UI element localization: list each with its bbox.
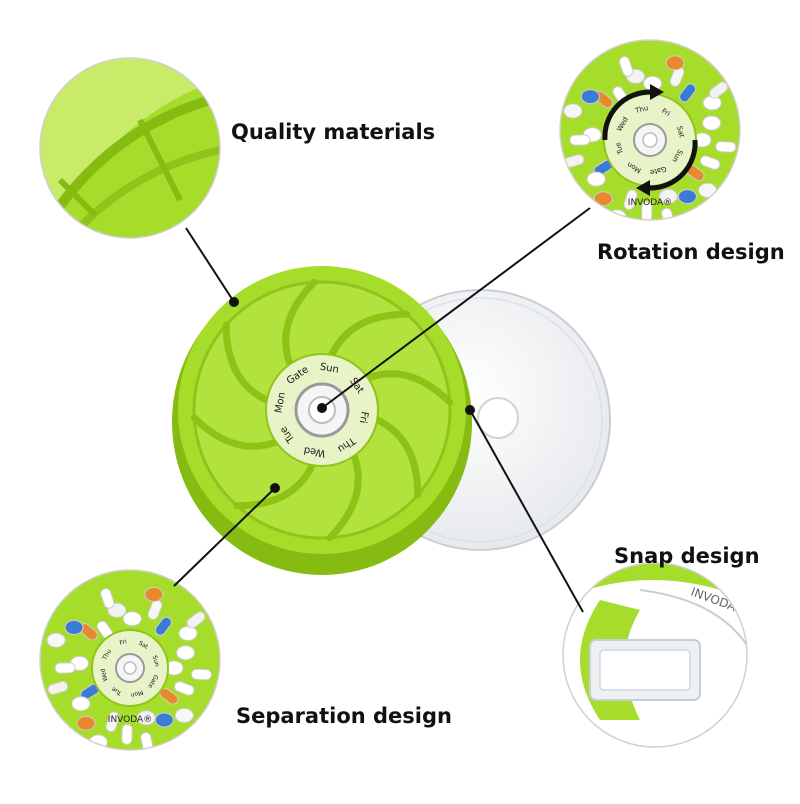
- day-label: Mon: [273, 391, 287, 414]
- callout-rotation-design: Rotation design: [597, 240, 785, 264]
- capsule: [709, 81, 728, 99]
- pill: [580, 89, 600, 105]
- lid-center-hole: [477, 397, 519, 439]
- day-label: Mon: [130, 689, 144, 699]
- day-label: Wed: [303, 444, 326, 459]
- compartment-divider: [233, 461, 316, 510]
- leader-dot-separation: [270, 483, 280, 493]
- capsule: [100, 588, 115, 609]
- day-label: Fri: [660, 107, 671, 118]
- day-label: Sat: [137, 640, 150, 651]
- quality-detail-circle: [39, 57, 221, 239]
- capsule: [154, 616, 172, 636]
- pill: [154, 712, 174, 728]
- callout-quality-materials: Quality materials: [231, 120, 436, 144]
- pill: [593, 191, 613, 207]
- leader-dot-rotation: [317, 403, 327, 413]
- pill: [698, 182, 717, 198]
- rotation-arrow-icon: [602, 89, 651, 141]
- capsule: [190, 668, 212, 681]
- pill: [46, 632, 66, 648]
- capsule: [54, 662, 76, 674]
- compartment-divider: [190, 414, 280, 450]
- leader-lines: [173, 207, 591, 613]
- pill: [563, 103, 583, 119]
- capsule: [699, 155, 721, 170]
- compartment-divider: [222, 321, 271, 404]
- capsule: [715, 141, 737, 153]
- separation-brand-label: INVODA®: [108, 715, 152, 725]
- capsule: [679, 83, 697, 103]
- compartment-divider: [282, 278, 318, 368]
- pill: [665, 55, 685, 71]
- compartment-divider: [328, 310, 411, 359]
- compartment-divider: [364, 370, 454, 406]
- day-label: Sun: [319, 362, 340, 376]
- day-label: Tue: [614, 141, 625, 156]
- day-label: Fri: [357, 411, 370, 425]
- day-label: Thu: [633, 104, 649, 115]
- pill: [702, 115, 722, 131]
- callout-snap-design: Snap design: [614, 544, 760, 568]
- pill: [122, 611, 142, 627]
- day-label: Wed: [99, 667, 109, 682]
- capsule: [618, 56, 634, 77]
- capsule: [121, 723, 133, 745]
- pill: [71, 696, 91, 712]
- capsule: [47, 681, 69, 695]
- day-label: Sat: [675, 125, 686, 138]
- rotation-brand-label: INVODA®: [628, 198, 672, 208]
- pill: [178, 625, 198, 641]
- compartment-divider: [326, 452, 362, 542]
- day-label: Fri: [119, 638, 128, 647]
- pill: [658, 188, 678, 204]
- snap-detail-circle: INVODA: [562, 562, 748, 748]
- pills: [46, 586, 212, 750]
- callout-separation-design: Separation design: [236, 704, 452, 728]
- pill: [176, 645, 196, 661]
- pill: [174, 708, 194, 723]
- capsule: [186, 611, 206, 629]
- pill: [136, 710, 156, 726]
- pill: [607, 209, 627, 220]
- pill: [64, 619, 84, 635]
- capsule: [105, 711, 120, 733]
- compartment-divider: [373, 416, 422, 499]
- capsule: [174, 681, 195, 696]
- capsule: [641, 200, 653, 220]
- compartment-dividers: [190, 278, 454, 542]
- pill: [144, 586, 164, 602]
- capsule: [623, 189, 638, 211]
- leader-dot-snap: [465, 405, 475, 415]
- day-label: Sun: [151, 655, 161, 668]
- pill: [76, 715, 96, 731]
- day-label: Tue: [110, 685, 124, 697]
- pill: [586, 171, 606, 187]
- capsule: [569, 134, 591, 146]
- leader-dot-quality: [229, 297, 239, 307]
- pill: [677, 189, 697, 205]
